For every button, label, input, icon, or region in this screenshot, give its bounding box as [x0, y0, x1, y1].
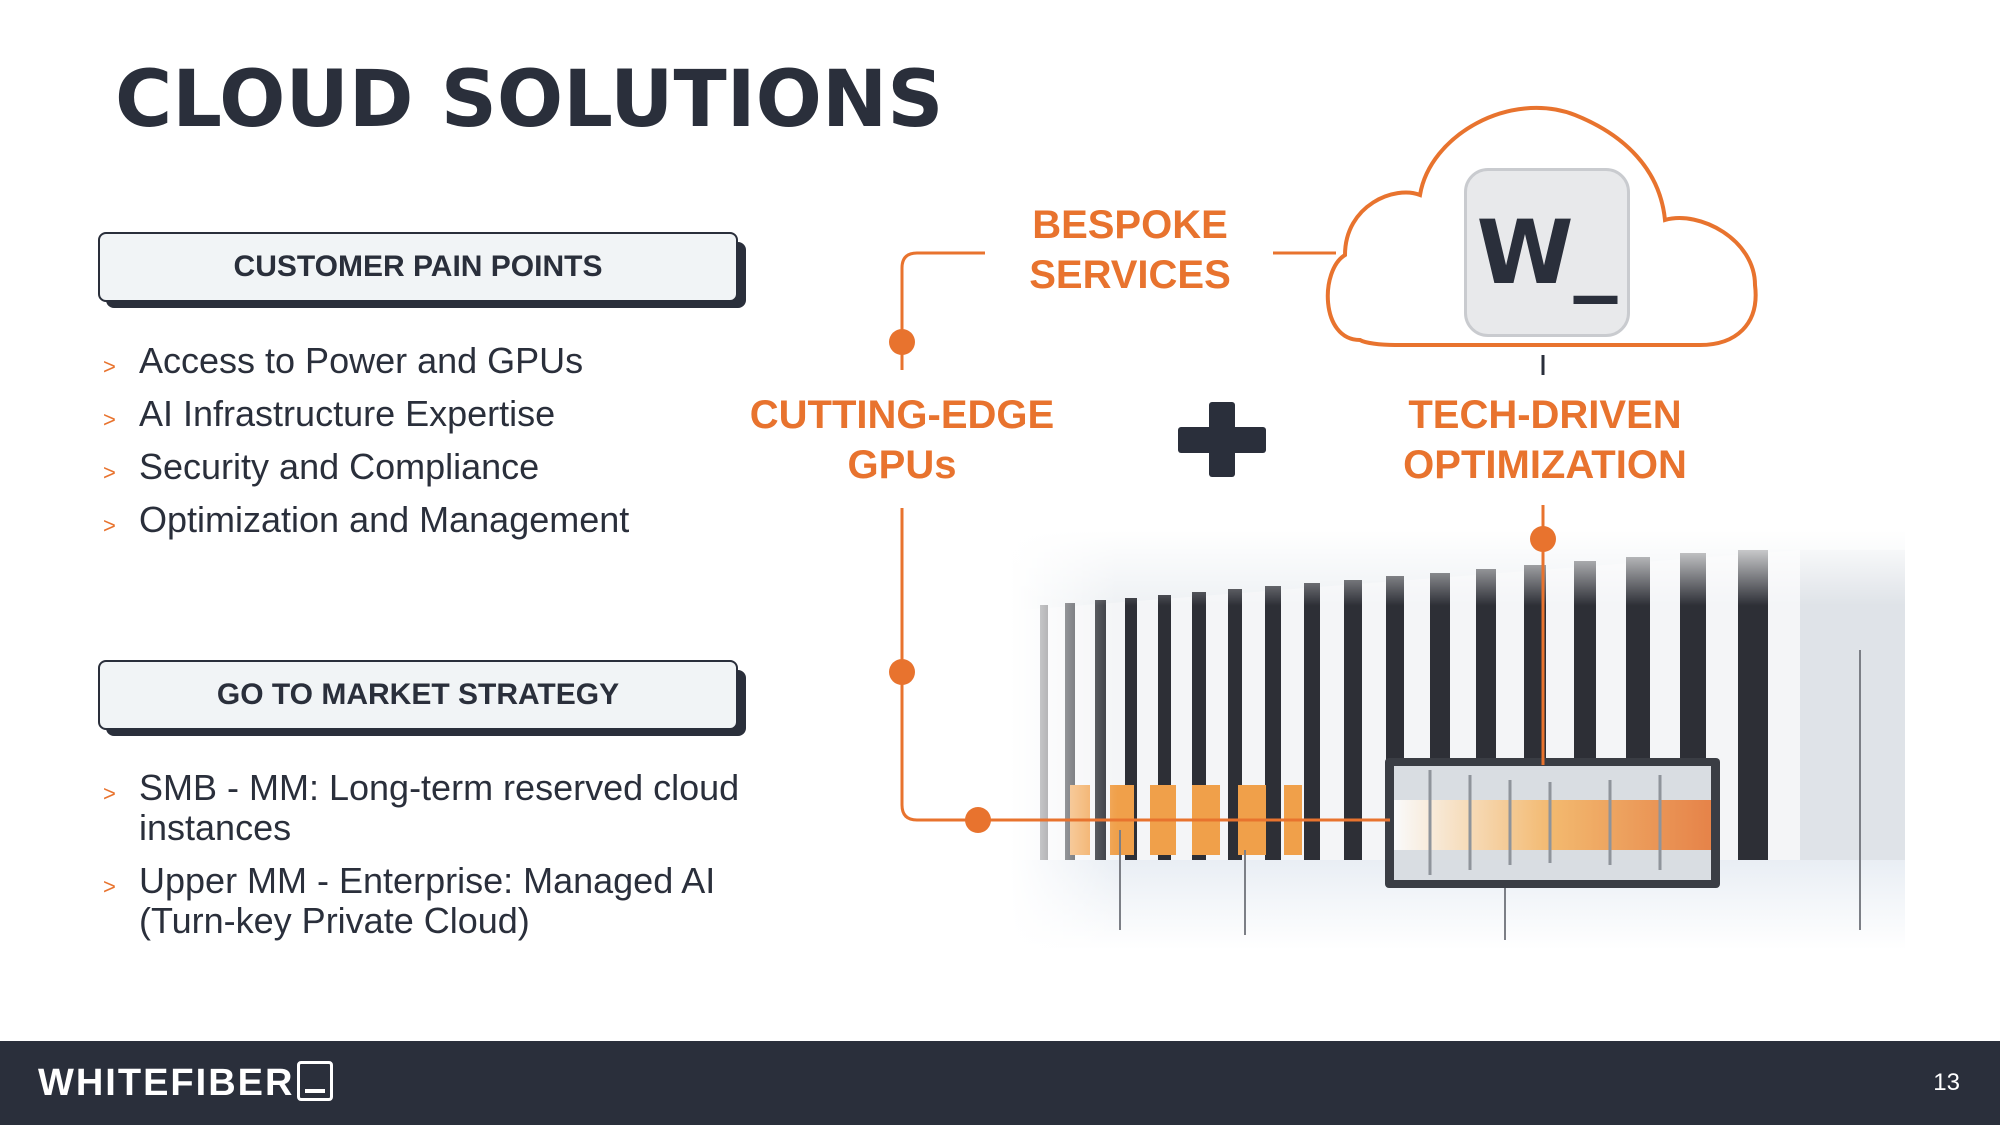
go-to-market-heading: GO TO MARKET STRATEGY	[98, 660, 738, 730]
strategy-text: Upper MM - Enterprise: Managed AI (Turn-…	[139, 860, 716, 941]
pain-points-header: CUSTOMER PAIN POINTS	[98, 232, 746, 308]
footer-brand: WHITEFIBER	[38, 1061, 334, 1105]
list-item: > Security and Compliance	[103, 447, 763, 487]
cutting-edge-gpus-label: CUTTING-EDGE GPUs	[732, 390, 1072, 490]
pain-point-text: Security and Compliance	[139, 446, 540, 487]
label-line: OPTIMIZATION	[1403, 443, 1687, 487]
label-line: GPUs	[847, 443, 957, 487]
list-item: > Access to Power and GPUs	[103, 341, 763, 381]
chevron-right-icon: >	[103, 354, 116, 379]
brand-logo-icon	[297, 1061, 334, 1101]
chevron-right-icon: >	[103, 874, 116, 899]
connector-dot	[889, 659, 915, 685]
page-number: 13	[1933, 1069, 1960, 1096]
connector-dot	[889, 329, 915, 355]
chevron-right-icon: >	[103, 781, 116, 806]
connector-dot	[965, 807, 991, 833]
page-title: CLOUD SOLUTIONS	[115, 55, 944, 145]
label-line: SERVICES	[1029, 253, 1231, 297]
label-line: BESPOKE	[1032, 203, 1228, 247]
chevron-right-icon: >	[103, 460, 116, 485]
whitefiber-logo: W_	[1464, 168, 1630, 337]
connector-line	[900, 251, 985, 370]
brand-name: WHITEFIBER	[38, 1062, 295, 1104]
pain-points-heading: CUSTOMER PAIN POINTS	[98, 232, 738, 302]
list-item: > SMB - MM: Long-term reserved cloud inst…	[103, 768, 763, 848]
bespoke-services-label: BESPOKE SERVICES	[990, 200, 1270, 300]
chevron-right-icon: >	[103, 513, 116, 538]
tech-driven-optimization-label: TECH-DRIVEN OPTIMIZATION	[1370, 390, 1720, 490]
list-item: > Upper MM - Enterprise: Managed AI (Turn…	[103, 861, 763, 941]
pain-points-list: > Access to Power and GPUs > AI Infrastruc…	[103, 341, 763, 553]
data-center-image	[1010, 530, 1905, 950]
list-item: > AI Infrastructure Expertise	[103, 394, 763, 434]
label-line: CUTTING-EDGE	[749, 393, 1055, 437]
pain-point-text: Optimization and Management	[139, 499, 630, 540]
label-line: TECH-DRIVEN	[1408, 393, 1682, 437]
go-to-market-header: GO TO MARKET STRATEGY	[98, 660, 746, 736]
go-to-market-list: > SMB - MM: Long-term reserved cloud inst…	[103, 768, 763, 954]
footer-bar: WHITEFIBER 13	[0, 1041, 2000, 1125]
strategy-text: SMB - MM: Long-term reserved cloud insta…	[139, 767, 740, 848]
plus-icon	[1178, 402, 1266, 477]
pain-point-text: AI Infrastructure Expertise	[139, 393, 556, 434]
pain-point-text: Access to Power and GPUs	[139, 340, 584, 381]
chevron-right-icon: >	[103, 407, 116, 432]
list-item: > Optimization and Management	[103, 500, 763, 540]
